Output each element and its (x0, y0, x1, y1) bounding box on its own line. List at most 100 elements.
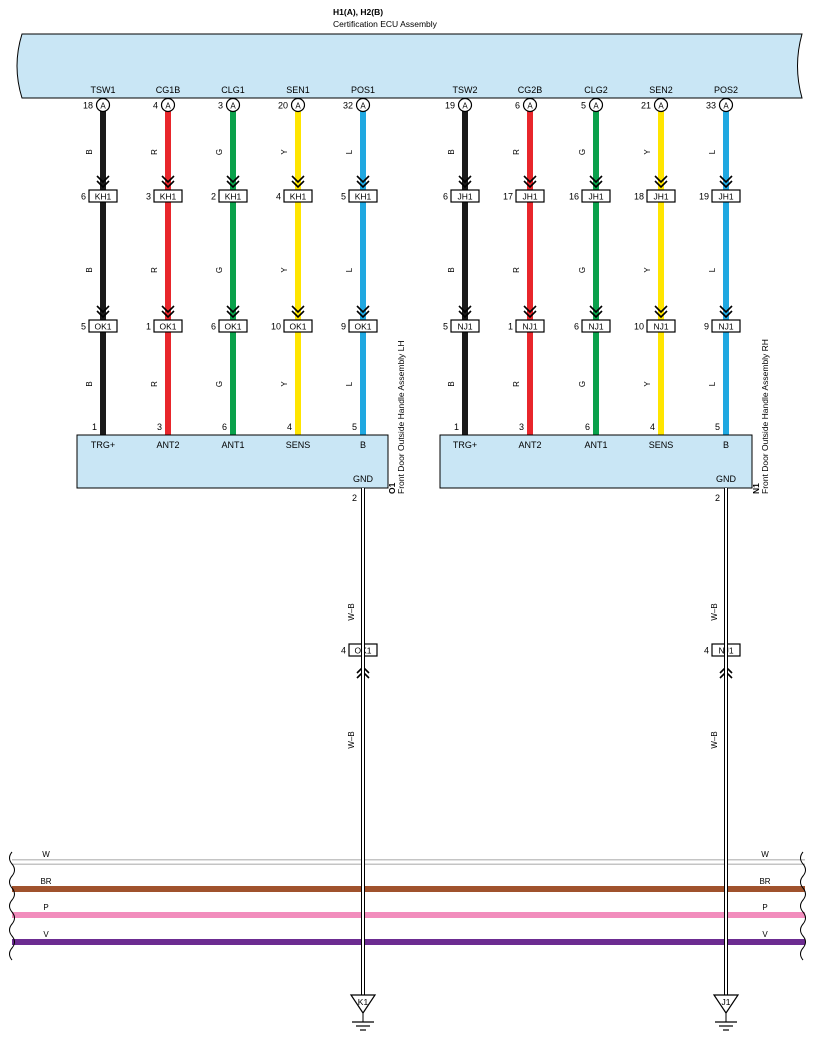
connector-arrow (458, 175, 472, 189)
bus-label-left: V (43, 930, 49, 939)
ecu-connector-letter: A (360, 102, 366, 111)
low-connector-label: OK1 (354, 322, 371, 332)
mid-connector-label: KH1 (160, 192, 177, 202)
ecu-pin-number: 5 (581, 101, 586, 111)
gnd-label: GND (716, 474, 737, 484)
wire-color-label: B (85, 149, 94, 154)
terminal-pin-number: 4 (287, 422, 292, 432)
wire-color-label: Y (280, 267, 289, 273)
ecu-pin-number: 3 (218, 101, 223, 111)
ecu-connector-letter: A (295, 102, 301, 111)
ecu-pin-number: 32 (343, 101, 353, 111)
low-pin-number: 10 (271, 322, 281, 332)
mid-connector-label: KH1 (225, 192, 242, 202)
mid-connector-box (711, 189, 741, 203)
low-connector-box (646, 319, 676, 333)
ecu-pin-circle (718, 97, 734, 113)
ecu-name: Certification ECU Assembly (333, 19, 438, 29)
wire-color-label: B (447, 267, 456, 272)
ground-point-triangle (712, 994, 740, 1015)
bus-label-right: BR (759, 877, 770, 886)
ground-wire-label: W–B (347, 603, 356, 620)
wire-color-label: L (708, 381, 717, 386)
ecu-pin-number: 18 (83, 101, 93, 111)
mid-connector-box (646, 189, 676, 203)
mid-connector-box (283, 189, 313, 203)
connector-arrow (719, 305, 733, 319)
connector-arrow (589, 305, 603, 319)
gnd-label: GND (353, 474, 374, 484)
mid-connector-box (450, 189, 480, 203)
wire-color-label: B (447, 381, 456, 386)
wire-color-label: B (85, 267, 94, 272)
ecu-connector-letter: A (230, 102, 236, 111)
connector-arrow (226, 175, 240, 189)
terminal-pin-number: 5 (352, 422, 357, 432)
mid-pin-number: 5 (341, 192, 346, 202)
wires-layer (12, 108, 805, 945)
low-pin-number: 6 (211, 322, 216, 332)
connector-arrow (458, 305, 472, 319)
ecu-connector-letter: A (165, 102, 171, 111)
ground-wire-label: W–B (710, 731, 719, 748)
low-connector-label: NJ1 (457, 322, 472, 332)
wire-color-label: B (85, 381, 94, 386)
bus-label-left: W (42, 850, 50, 859)
bus-label-right: W (761, 850, 769, 859)
mid-pin-number: 3 (146, 192, 151, 202)
signal-name: CLG2 (584, 85, 608, 95)
terminal-name: SENS (286, 440, 311, 450)
left-component-name: Front Door Outside Handle Assembly LH (396, 340, 406, 494)
mid-pin-number: 17 (503, 192, 513, 202)
mid-pin-number: 16 (569, 192, 579, 202)
low-connector-label: NJ1 (522, 322, 537, 332)
connector-arrow (226, 305, 240, 319)
signal-name: POS2 (714, 85, 738, 95)
right-component-code: N1 (751, 483, 761, 494)
low-connector-box (515, 319, 545, 333)
wire-color-label: Y (643, 149, 652, 155)
terminal-pin-number: 1 (92, 422, 97, 432)
mid-pin-number: 6 (81, 192, 86, 202)
terminal-name: TRG+ (91, 440, 115, 450)
wire-color-label: R (150, 381, 159, 387)
ecu-connector-letter: A (100, 102, 106, 111)
wire-color-label: G (578, 149, 587, 155)
bus-label-left: BR (40, 877, 51, 886)
terminal-pin-number: 1 (454, 422, 459, 432)
signal-name: CG1B (156, 85, 181, 95)
connector-arrow (291, 175, 305, 189)
wire-color-label: G (215, 381, 224, 387)
ecu-pin-circle (290, 97, 306, 113)
right-handle-assembly-box (439, 434, 753, 489)
wire-color-label: R (512, 149, 521, 155)
ecu-connector-letter: A (593, 102, 599, 111)
right-component-name: Front Door Outside Handle Assembly RH (760, 339, 770, 494)
bus-label-right: V (762, 930, 768, 939)
mid-connector-box (153, 189, 183, 203)
connector-arrow (523, 175, 537, 189)
terminal-pin-number: 4 (650, 422, 655, 432)
mid-pin-number: 4 (276, 192, 281, 202)
terminal-name: ANT2 (518, 440, 541, 450)
connector-arrow (96, 305, 110, 319)
low-connector-label: OK1 (224, 322, 241, 332)
low-pin-number: 6 (574, 322, 579, 332)
wire-color-label: L (708, 267, 717, 272)
wire-color-label: G (215, 267, 224, 273)
terminal-pin-number: 3 (157, 422, 162, 432)
terminal-name: B (723, 440, 729, 450)
wire-color-label: L (345, 149, 354, 154)
wire-color-label: Y (643, 267, 652, 273)
wire-color-label: L (708, 149, 717, 154)
ecu-pin-circle (588, 97, 604, 113)
ecu-pin-circle (160, 97, 176, 113)
terminal-name: ANT1 (584, 440, 607, 450)
terminal-pin-number: 3 (519, 422, 524, 432)
wire-color-label: L (345, 267, 354, 272)
connector-arrow (356, 305, 370, 319)
ecu-assembly-box (16, 33, 803, 99)
mid-connector-box (218, 189, 248, 203)
connector-arrow (654, 305, 668, 319)
